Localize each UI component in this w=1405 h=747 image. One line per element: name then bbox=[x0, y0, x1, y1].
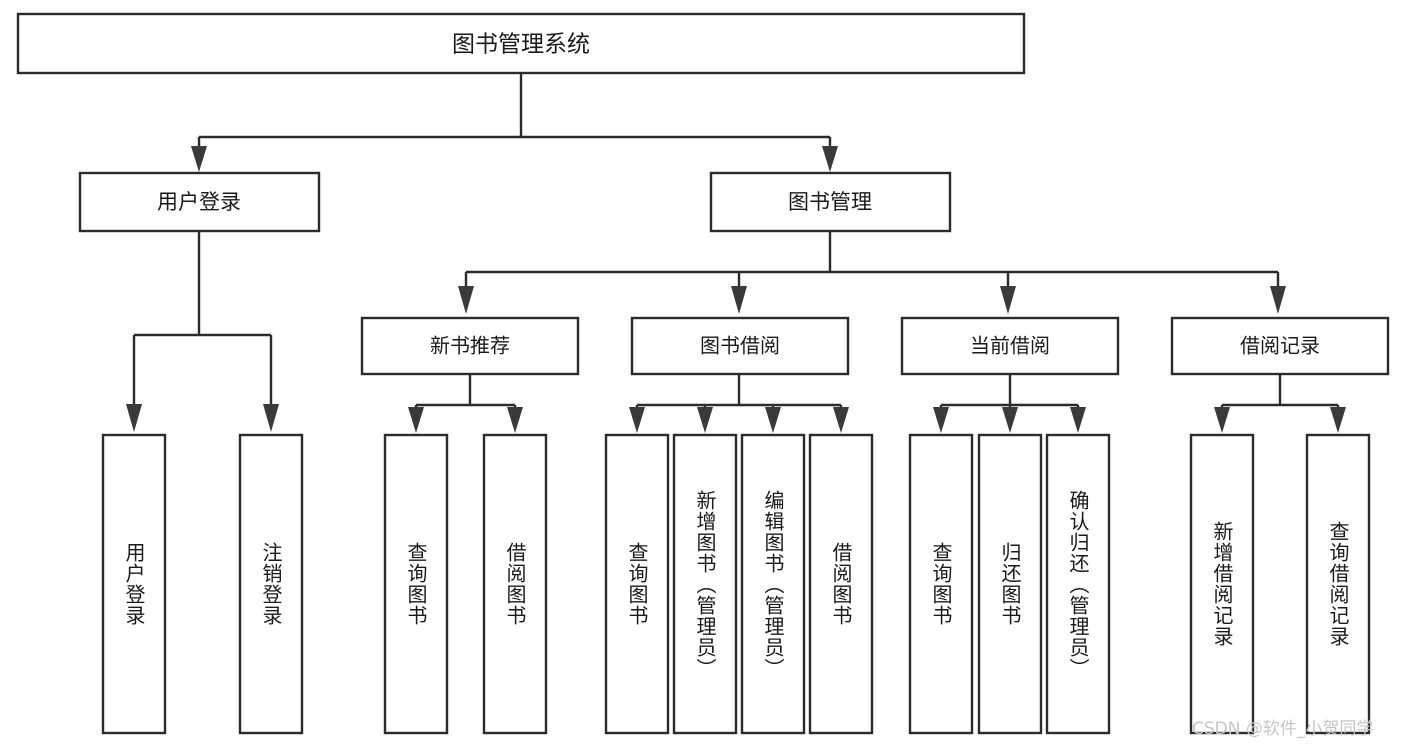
arrow-head-icon bbox=[629, 407, 645, 433]
node-leaf-box[interactable] bbox=[604, 433, 670, 735]
arrow-head-icon bbox=[1070, 407, 1086, 433]
node-borrow-record-box[interactable] bbox=[1170, 316, 1390, 376]
arrow-head-icon bbox=[731, 286, 747, 314]
arrow-head-icon bbox=[822, 146, 838, 172]
node-book-management-box[interactable] bbox=[709, 171, 952, 233]
node-leaf-box[interactable] bbox=[1189, 433, 1255, 735]
leaf-boxes-current-borrow bbox=[908, 433, 1111, 735]
connector-currentborrow-to-leaves bbox=[933, 374, 1086, 433]
arrow-head-icon bbox=[507, 407, 523, 433]
node-book-borrow-label: 图书借阅 bbox=[700, 334, 780, 358]
leaf-boxes-book-borrow bbox=[604, 433, 874, 735]
connector-bookborrow-to-leaves bbox=[629, 374, 849, 433]
arrow-head-icon bbox=[1002, 407, 1018, 433]
connector-userlogin-to-leaves bbox=[126, 231, 279, 432]
node-borrow-record-label: 借阅记录 bbox=[1240, 334, 1320, 358]
node-book-management[interactable]: 图书管理 bbox=[709, 171, 952, 233]
node-new-book-recommend-box[interactable] bbox=[360, 316, 580, 376]
node-user-login[interactable]: 用户登录 bbox=[78, 171, 321, 233]
arrow-head-icon bbox=[933, 407, 949, 433]
node-user-login-label: 用户登录 bbox=[157, 190, 241, 214]
arrow-head-icon bbox=[408, 407, 424, 433]
node-leaf-box[interactable] bbox=[908, 433, 974, 735]
arrow-head-icon bbox=[1000, 286, 1016, 314]
node-current-borrow-label: 当前借阅 bbox=[970, 334, 1050, 358]
node-current-borrow[interactable]: 当前借阅 bbox=[900, 316, 1120, 376]
node-current-borrow-box[interactable] bbox=[900, 316, 1120, 376]
node-book-borrow[interactable]: 图书借阅 bbox=[630, 316, 850, 376]
connector-bookmgmt-to-level2 bbox=[458, 231, 1286, 314]
node-leaf-box[interactable] bbox=[383, 433, 449, 735]
arrow-head-icon bbox=[1270, 286, 1286, 314]
arrow-head-icon bbox=[1330, 407, 1346, 433]
arrow-head-icon bbox=[263, 404, 279, 432]
leaf-boxes-user-login bbox=[101, 433, 304, 735]
node-leaf-box[interactable] bbox=[482, 433, 548, 735]
connector-newbook-to-leaves bbox=[408, 374, 523, 433]
node-user-login-box[interactable] bbox=[78, 171, 321, 233]
arrow-head-icon bbox=[833, 407, 849, 433]
node-root-label: 图书管理系统 bbox=[452, 32, 590, 58]
node-book-management-label: 图书管理 bbox=[788, 190, 872, 214]
node-root-box[interactable] bbox=[16, 12, 1026, 75]
node-leaf-box[interactable] bbox=[1045, 433, 1111, 735]
node-leaf-box[interactable] bbox=[238, 433, 304, 735]
arrow-head-icon bbox=[191, 146, 207, 172]
watermark: CSDN @软件_小贺同学 bbox=[1192, 719, 1374, 739]
node-borrow-record[interactable]: 借阅记录 bbox=[1170, 316, 1390, 376]
arrow-head-icon bbox=[1214, 407, 1230, 433]
node-leaf-box[interactable] bbox=[740, 433, 806, 735]
node-new-book-recommend[interactable]: 新书推荐 bbox=[360, 316, 580, 376]
leaf-boxes-borrow-record bbox=[1189, 433, 1371, 735]
node-book-borrow-box[interactable] bbox=[630, 316, 850, 376]
node-new-book-recommend-label: 新书推荐 bbox=[430, 334, 510, 358]
node-leaf-box[interactable] bbox=[672, 433, 738, 735]
arrow-head-icon bbox=[458, 286, 474, 314]
node-root[interactable]: 图书管理系统 bbox=[16, 12, 1026, 75]
arrow-head-icon bbox=[765, 407, 781, 433]
node-leaf-box[interactable] bbox=[101, 433, 167, 735]
connector-borrowrecord-to-leaves bbox=[1214, 374, 1346, 433]
node-leaf-box[interactable] bbox=[977, 433, 1043, 735]
arrow-head-icon bbox=[697, 407, 713, 433]
leaf-boxes-new-book-recommend bbox=[383, 433, 548, 735]
connector-root-to-level1 bbox=[191, 73, 838, 172]
node-leaf-box[interactable] bbox=[808, 433, 874, 735]
arrow-head-icon bbox=[126, 404, 142, 432]
node-leaf-box[interactable] bbox=[1305, 433, 1371, 735]
